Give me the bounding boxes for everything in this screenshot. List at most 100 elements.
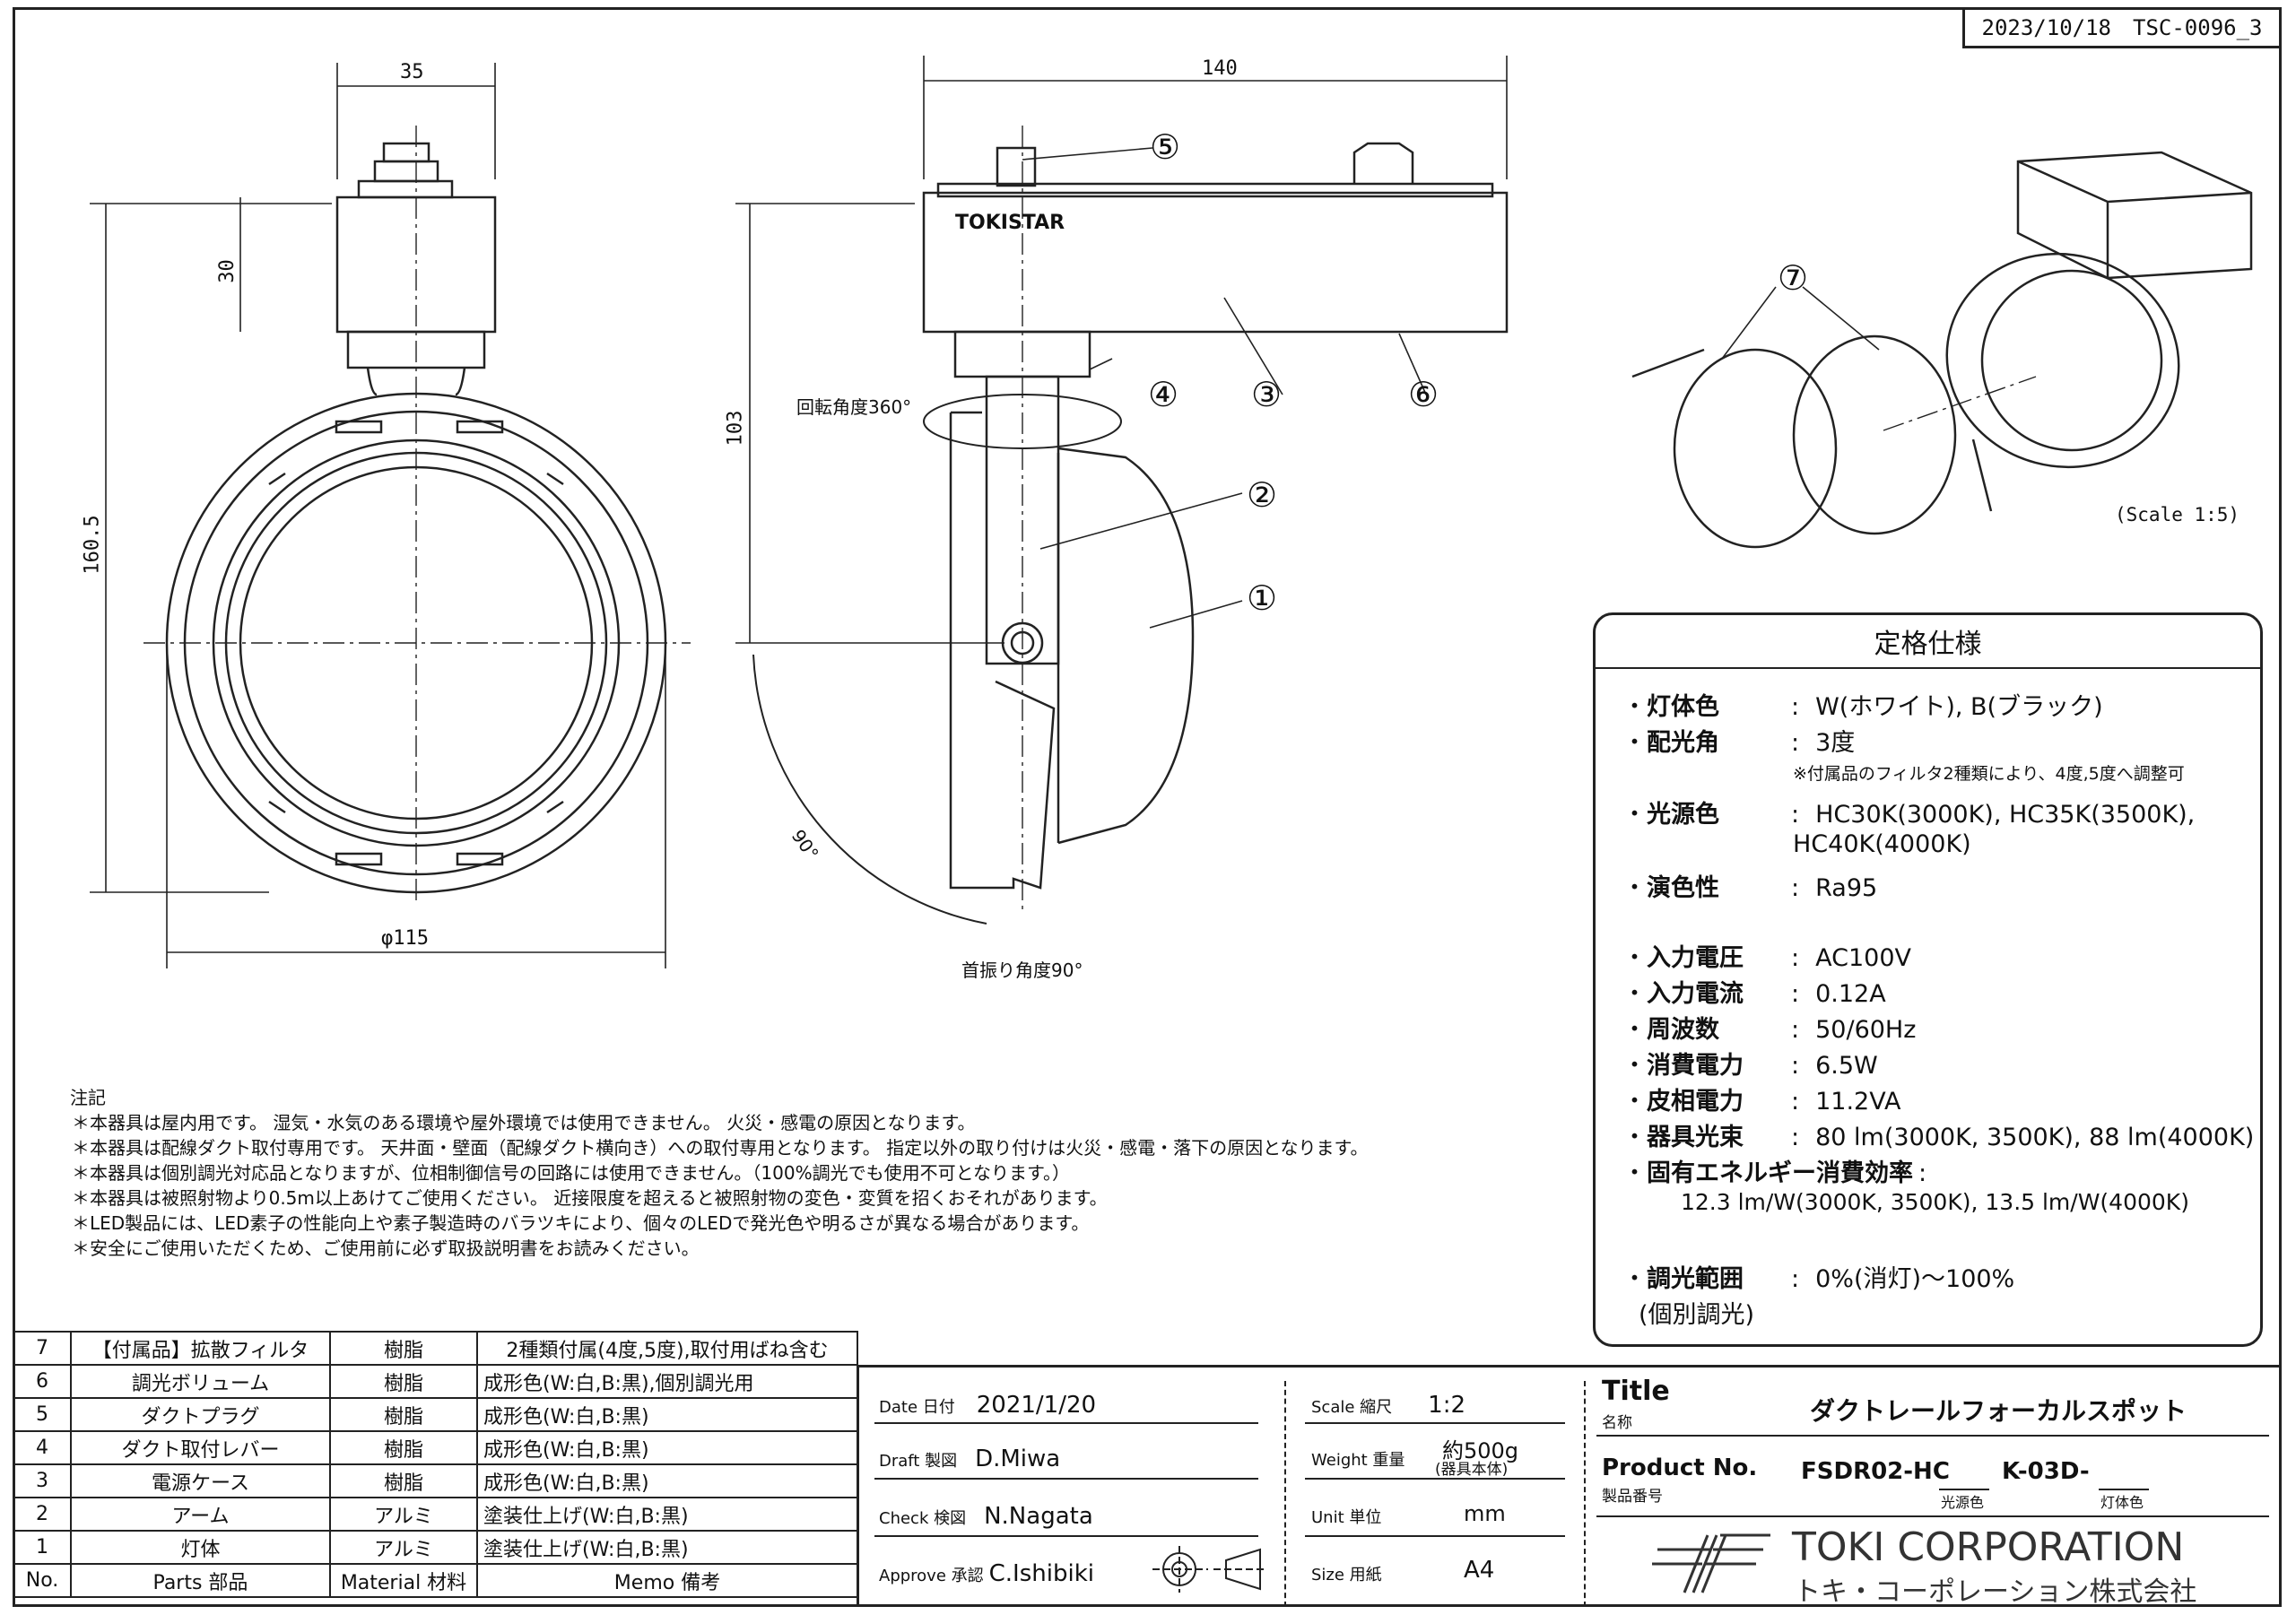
spec-row-current: ・入力電流:0.12A xyxy=(1622,980,1886,1008)
header-date: 2023/10/18 xyxy=(1981,15,2112,40)
note-item: ＊安全にご使用いただくため、ご使用前に必ず取扱説明書をお読みください。 xyxy=(72,1237,700,1259)
callout-4: ④ xyxy=(1148,375,1179,414)
dim-width-front: 35 xyxy=(400,61,424,83)
callout-6: ⑥ xyxy=(1408,375,1439,414)
tb-underline xyxy=(874,1422,1258,1424)
dim-height-side: 103 xyxy=(724,410,747,447)
title-block-divider-3 xyxy=(1584,1381,1586,1607)
weight-value: 約500g xyxy=(1442,1438,1519,1463)
drawing-frame xyxy=(13,7,2282,1607)
side-view xyxy=(752,142,1509,925)
product-label-jp: 製品番号 xyxy=(1602,1488,1663,1506)
product-number-b: K-03D- xyxy=(2002,1458,2090,1485)
product-sub-a: 光源色 xyxy=(1941,1494,1985,1511)
spec-panel: 定格仕様 ・灯体色:W(ホワイト), B(ブラック) ・配光角:3度 ※付属品の… xyxy=(1593,612,2263,1347)
product-label: Product No. xyxy=(1602,1454,1758,1481)
company-logo-icon xyxy=(1652,1533,1770,1593)
callout-7: ⑦ xyxy=(1778,258,1809,298)
spec-row-efficiency: ・固有エネルギー消費効率: xyxy=(1622,1159,1927,1187)
center-lines xyxy=(144,126,2037,915)
size-value: A4 xyxy=(1464,1557,1495,1584)
tb-underline xyxy=(874,1478,1258,1480)
header-doc-number: TSC-0096_3 xyxy=(2133,15,2263,40)
product-number-a: FSDR02-HC xyxy=(1801,1458,1950,1485)
unit-label: Unit 単位 xyxy=(1311,1508,1382,1527)
title-label: Title xyxy=(1602,1376,1670,1407)
isometric-view xyxy=(1631,151,2253,549)
company-name-jp: トキ・コーポレーション株式会社 xyxy=(1794,1576,2197,1608)
size-label: Size 用紙 xyxy=(1311,1566,1382,1585)
tb-underline xyxy=(1305,1535,1565,1537)
iso-scale: (Scale 1:5) xyxy=(2115,504,2240,525)
note-item: ＊LED製品には、LED素子の性能向上や素子製造時のバラツキにより、個々のLED… xyxy=(72,1212,1090,1234)
brand-logo: TOKISTAR xyxy=(955,212,1065,234)
tilt-angle-label: 首振り角度90° xyxy=(961,959,1083,981)
note-item: ＊本器具は配線ダクト取付専用です。 天井面・壁面（配線ダクト横向き）への取付専用… xyxy=(72,1137,1369,1159)
note-item: ＊本器具は屋内用です。 湿気・水気のある環境や屋外環境では使用できません。 火災… xyxy=(72,1112,976,1133)
note-item: ＊本器具は個別調光対応品となりますが、位相制御信号の回路には使用できません。（1… xyxy=(72,1162,1070,1184)
tb-underline xyxy=(1305,1478,1565,1480)
spec-row-beam-note: ※付属品のフィルタ2種類により、4度,5度へ調整可 xyxy=(1793,764,2185,784)
callout-1: ① xyxy=(1247,578,1278,618)
dim-total-height: 160.5 xyxy=(81,515,104,575)
title-block-divider-2 xyxy=(1284,1381,1286,1607)
spec-row-power: ・消費電力:6.5W xyxy=(1622,1052,1878,1080)
document-header: 2023/10/18 TSC-0096_3 xyxy=(1962,7,2282,48)
dim-height-plug: 30 xyxy=(215,259,239,283)
dim-width-side: 140 xyxy=(1202,57,1238,80)
note-item: ＊本器具は被照射物より0.5m以上あけてご使用ください。 近接限度を超えると被照… xyxy=(72,1187,1108,1209)
title-block-top xyxy=(857,1365,2282,1368)
spec-title: 定格仕様 xyxy=(1596,615,2260,669)
weight-label: Weight 重量 xyxy=(1311,1451,1405,1470)
spec-row-cri: ・演色性:Ra95 xyxy=(1622,874,1878,902)
tb-underline xyxy=(1596,1515,2269,1517)
callout-5: ⑤ xyxy=(1150,127,1181,167)
unit-value: mm xyxy=(1464,1501,1506,1526)
product-title: ダクトレールフォーカルスポット xyxy=(1810,1396,2187,1426)
spec-row-dimming-note: (個別調光) xyxy=(1639,1301,1755,1329)
spec-row-efficiency-value: 12.3 lm/W(3000K, 3500K), 13.5 lm/W(4000K… xyxy=(1681,1189,2189,1215)
spec-row-luminous-flux: ・器具光束:80 lm(3000K, 3500K), 88 lm(4000K) xyxy=(1622,1124,2255,1151)
tb-blank-b xyxy=(2099,1489,2149,1490)
spec-row-light-color: ・光源色:HC30K(3000K), HC35K(3500K), xyxy=(1622,801,2196,829)
title-label-jp: 名称 xyxy=(1602,1414,1632,1432)
leader-lines xyxy=(1022,147,1880,629)
callout-2: ② xyxy=(1247,475,1278,515)
dimension-lines xyxy=(90,56,1508,968)
notes-section: 注記 ＊本器具は屋内用です。 湿気・水気のある環境や屋外環境では使用できません。… xyxy=(70,1085,1369,1261)
product-sub-b: 灯体色 xyxy=(2100,1494,2144,1511)
spec-row-light-color-cont: HC40K(4000K) xyxy=(1793,830,1971,858)
weight-note: (器具本体) xyxy=(1435,1461,1509,1479)
company-name: TOKI CORPORATION xyxy=(1792,1524,2185,1570)
tb-underline xyxy=(1596,1435,2269,1437)
spec-row-body-color: ・灯体色:W(ホワイト), B(ブラック) xyxy=(1622,693,2103,721)
title-block-divider xyxy=(857,1365,859,1607)
notes-title: 注記 xyxy=(70,1087,106,1108)
dim-diameter: φ115 xyxy=(381,927,429,950)
tb-underline xyxy=(874,1535,1258,1537)
rotation-angle-label: 回転角度360° xyxy=(796,396,912,418)
spec-row-frequency: ・周波数:50/60Hz xyxy=(1622,1016,1917,1044)
tb-blank-a xyxy=(1939,1489,1989,1490)
spec-row-voltage: ・入力電圧:AC100V xyxy=(1622,944,1911,972)
tb-underline xyxy=(1305,1422,1565,1424)
spec-row-beam-angle: ・配光角:3度 xyxy=(1622,729,1856,757)
callout-3: ③ xyxy=(1251,375,1283,414)
spec-row-dimming: ・調光範囲:0%(消灯)～100% xyxy=(1622,1265,2015,1293)
projection-symbol-icon xyxy=(1152,1546,1267,1593)
